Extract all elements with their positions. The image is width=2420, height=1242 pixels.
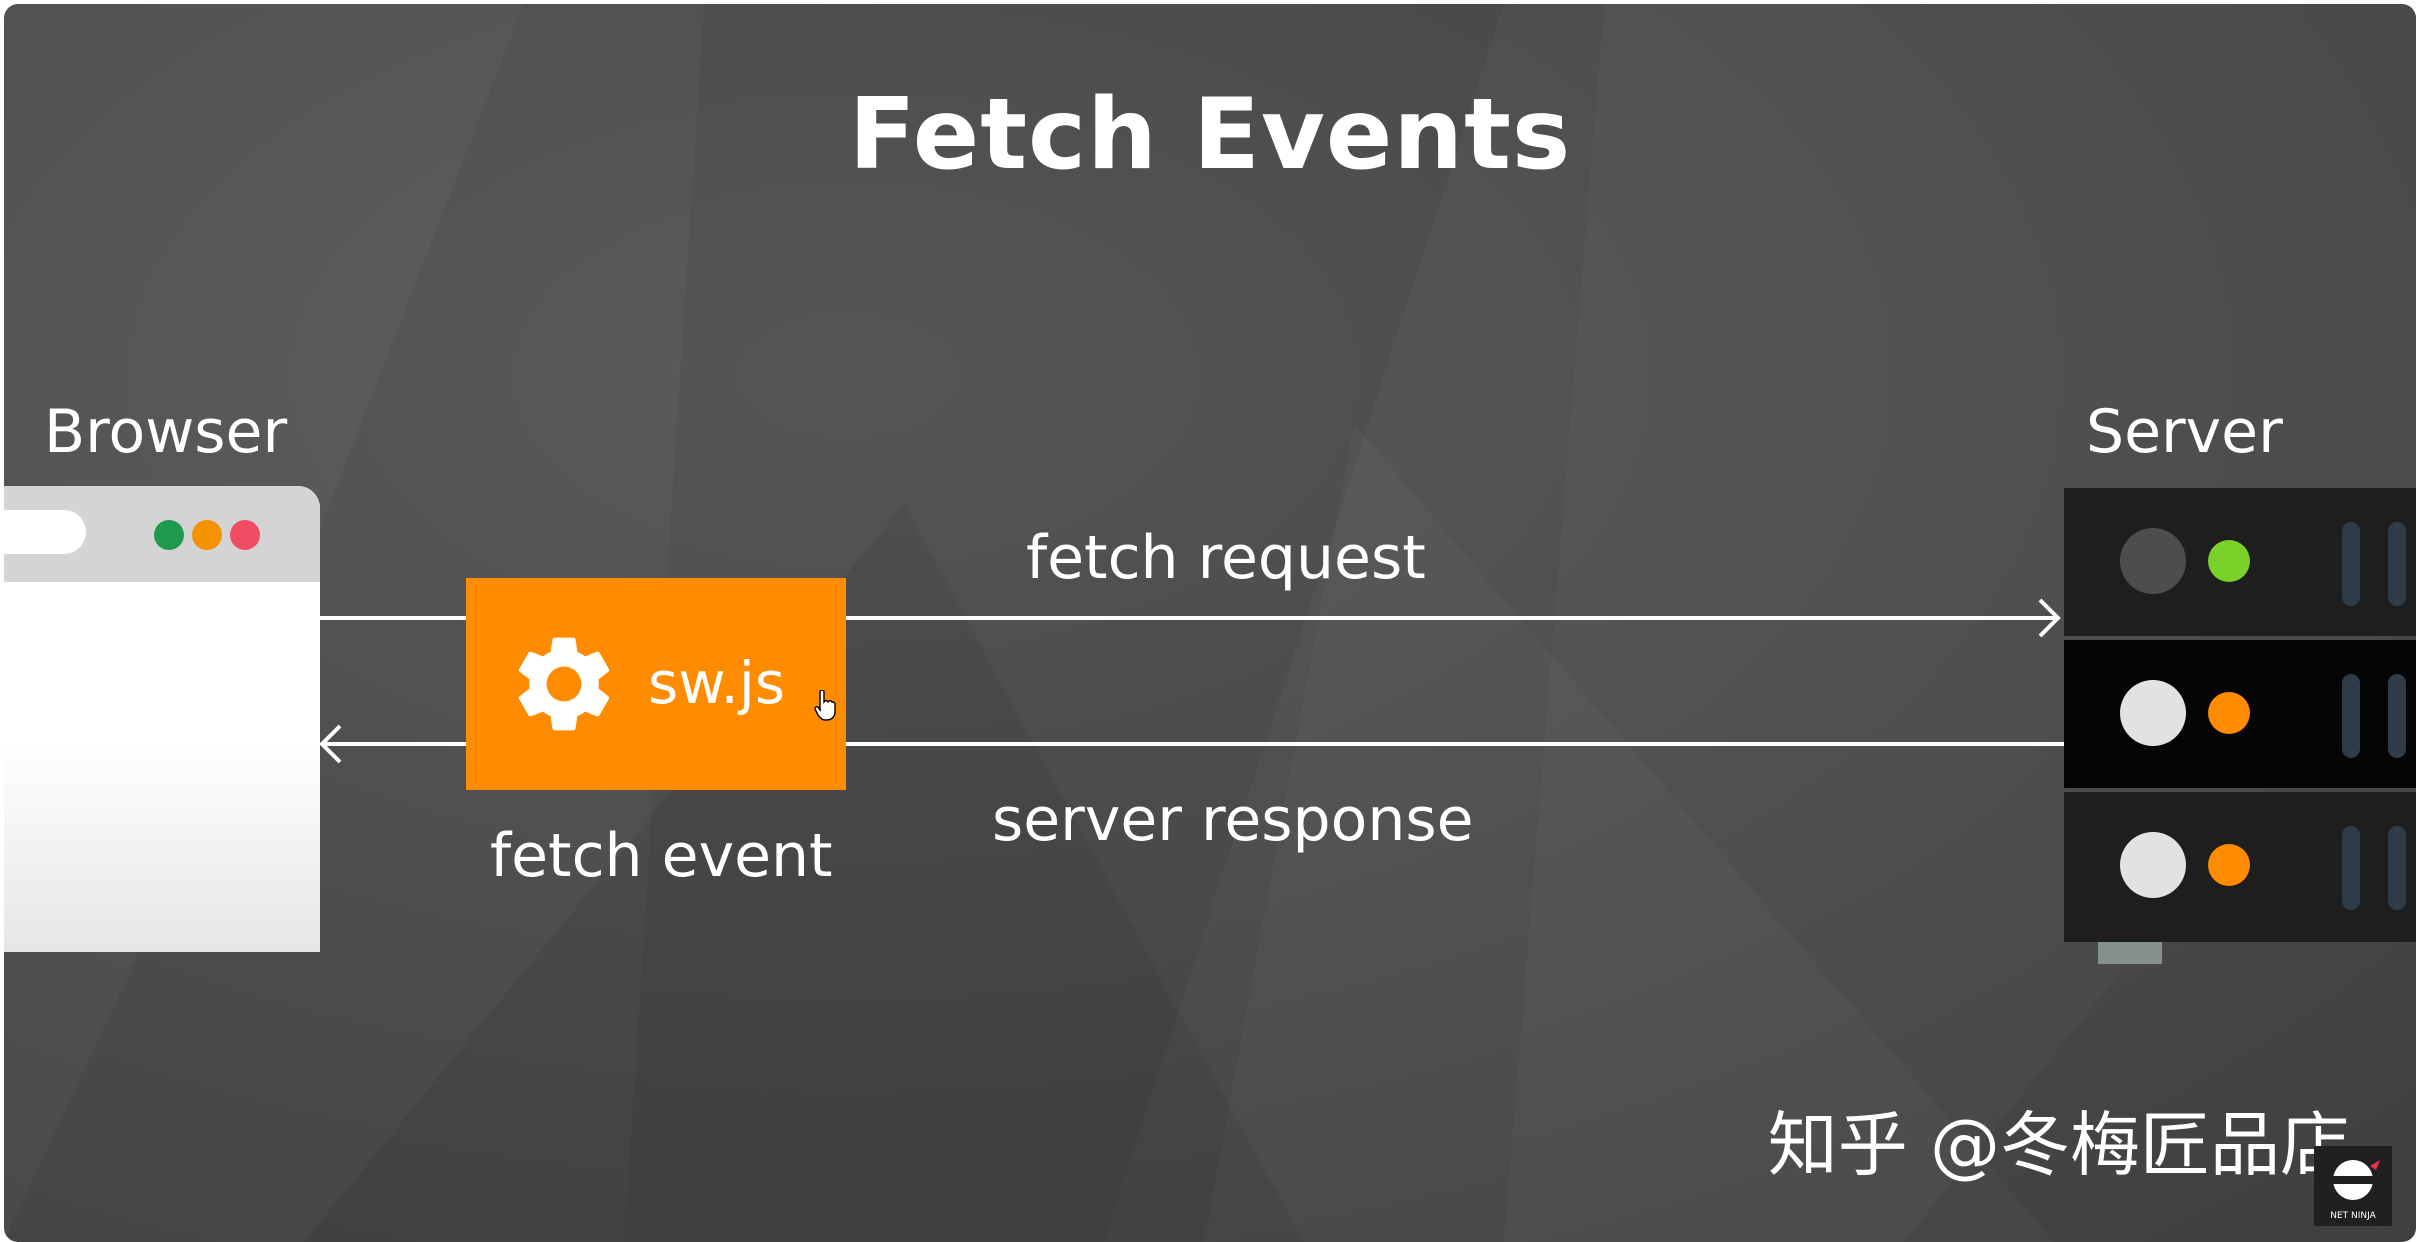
server-label: Server — [2086, 397, 2283, 467]
background-shapes — [304, 4, 1504, 1242]
svg-text:NET NINJA: NET NINJA — [2330, 1211, 2376, 1221]
server-power-led — [2120, 528, 2186, 594]
server-drive-slot — [2342, 522, 2360, 606]
server-drive-slot — [2388, 826, 2406, 910]
server-status-led — [2208, 540, 2250, 582]
server-response-label: server response — [992, 785, 1474, 855]
server-unit — [2064, 640, 2416, 788]
server-power-led — [2120, 680, 2186, 746]
browser-label: Browser — [44, 397, 288, 467]
server-status-led — [2208, 844, 2250, 886]
hand-cursor-icon — [814, 690, 836, 721]
server-drive-slot — [2388, 674, 2406, 758]
server-stand — [2098, 942, 2162, 964]
server-drive-slot — [2388, 522, 2406, 606]
page-title: Fetch Events — [848, 78, 1572, 192]
window-close-dot — [230, 520, 260, 550]
arrows-layer — [319, 598, 2064, 764]
server-response-arrow — [319, 724, 2064, 764]
window-maximize-dot — [154, 520, 184, 550]
server-status-led — [2208, 692, 2250, 734]
server-drive-slot — [2342, 826, 2360, 910]
watermark-text: 知乎 @冬梅匠品店 — [1767, 1104, 2350, 1186]
browser-address-bar — [4, 510, 86, 554]
server-unit — [2064, 792, 2416, 942]
diagram-canvas: Fetch Events Browser Server fetch reques… — [4, 4, 2416, 1242]
service-worker-label: sw.js — [648, 649, 786, 717]
browser-toolbar — [4, 486, 320, 582]
net-ninja-logo: NET NINJA — [2314, 1146, 2392, 1226]
server-rack-illustration — [2064, 488, 2416, 942]
server-drive-slot — [2342, 674, 2360, 758]
server-unit — [2064, 488, 2416, 636]
service-worker-box: sw.js — [466, 578, 846, 790]
fetch-request-arrow — [320, 598, 2061, 638]
window-minimize-dot — [192, 520, 222, 550]
fetch-event-label: fetch event — [490, 821, 833, 891]
browser-window-illustration — [4, 486, 320, 952]
server-power-led — [2120, 832, 2186, 898]
fetch-request-label: fetch request — [1026, 523, 1426, 593]
gear-icon — [518, 637, 610, 731]
